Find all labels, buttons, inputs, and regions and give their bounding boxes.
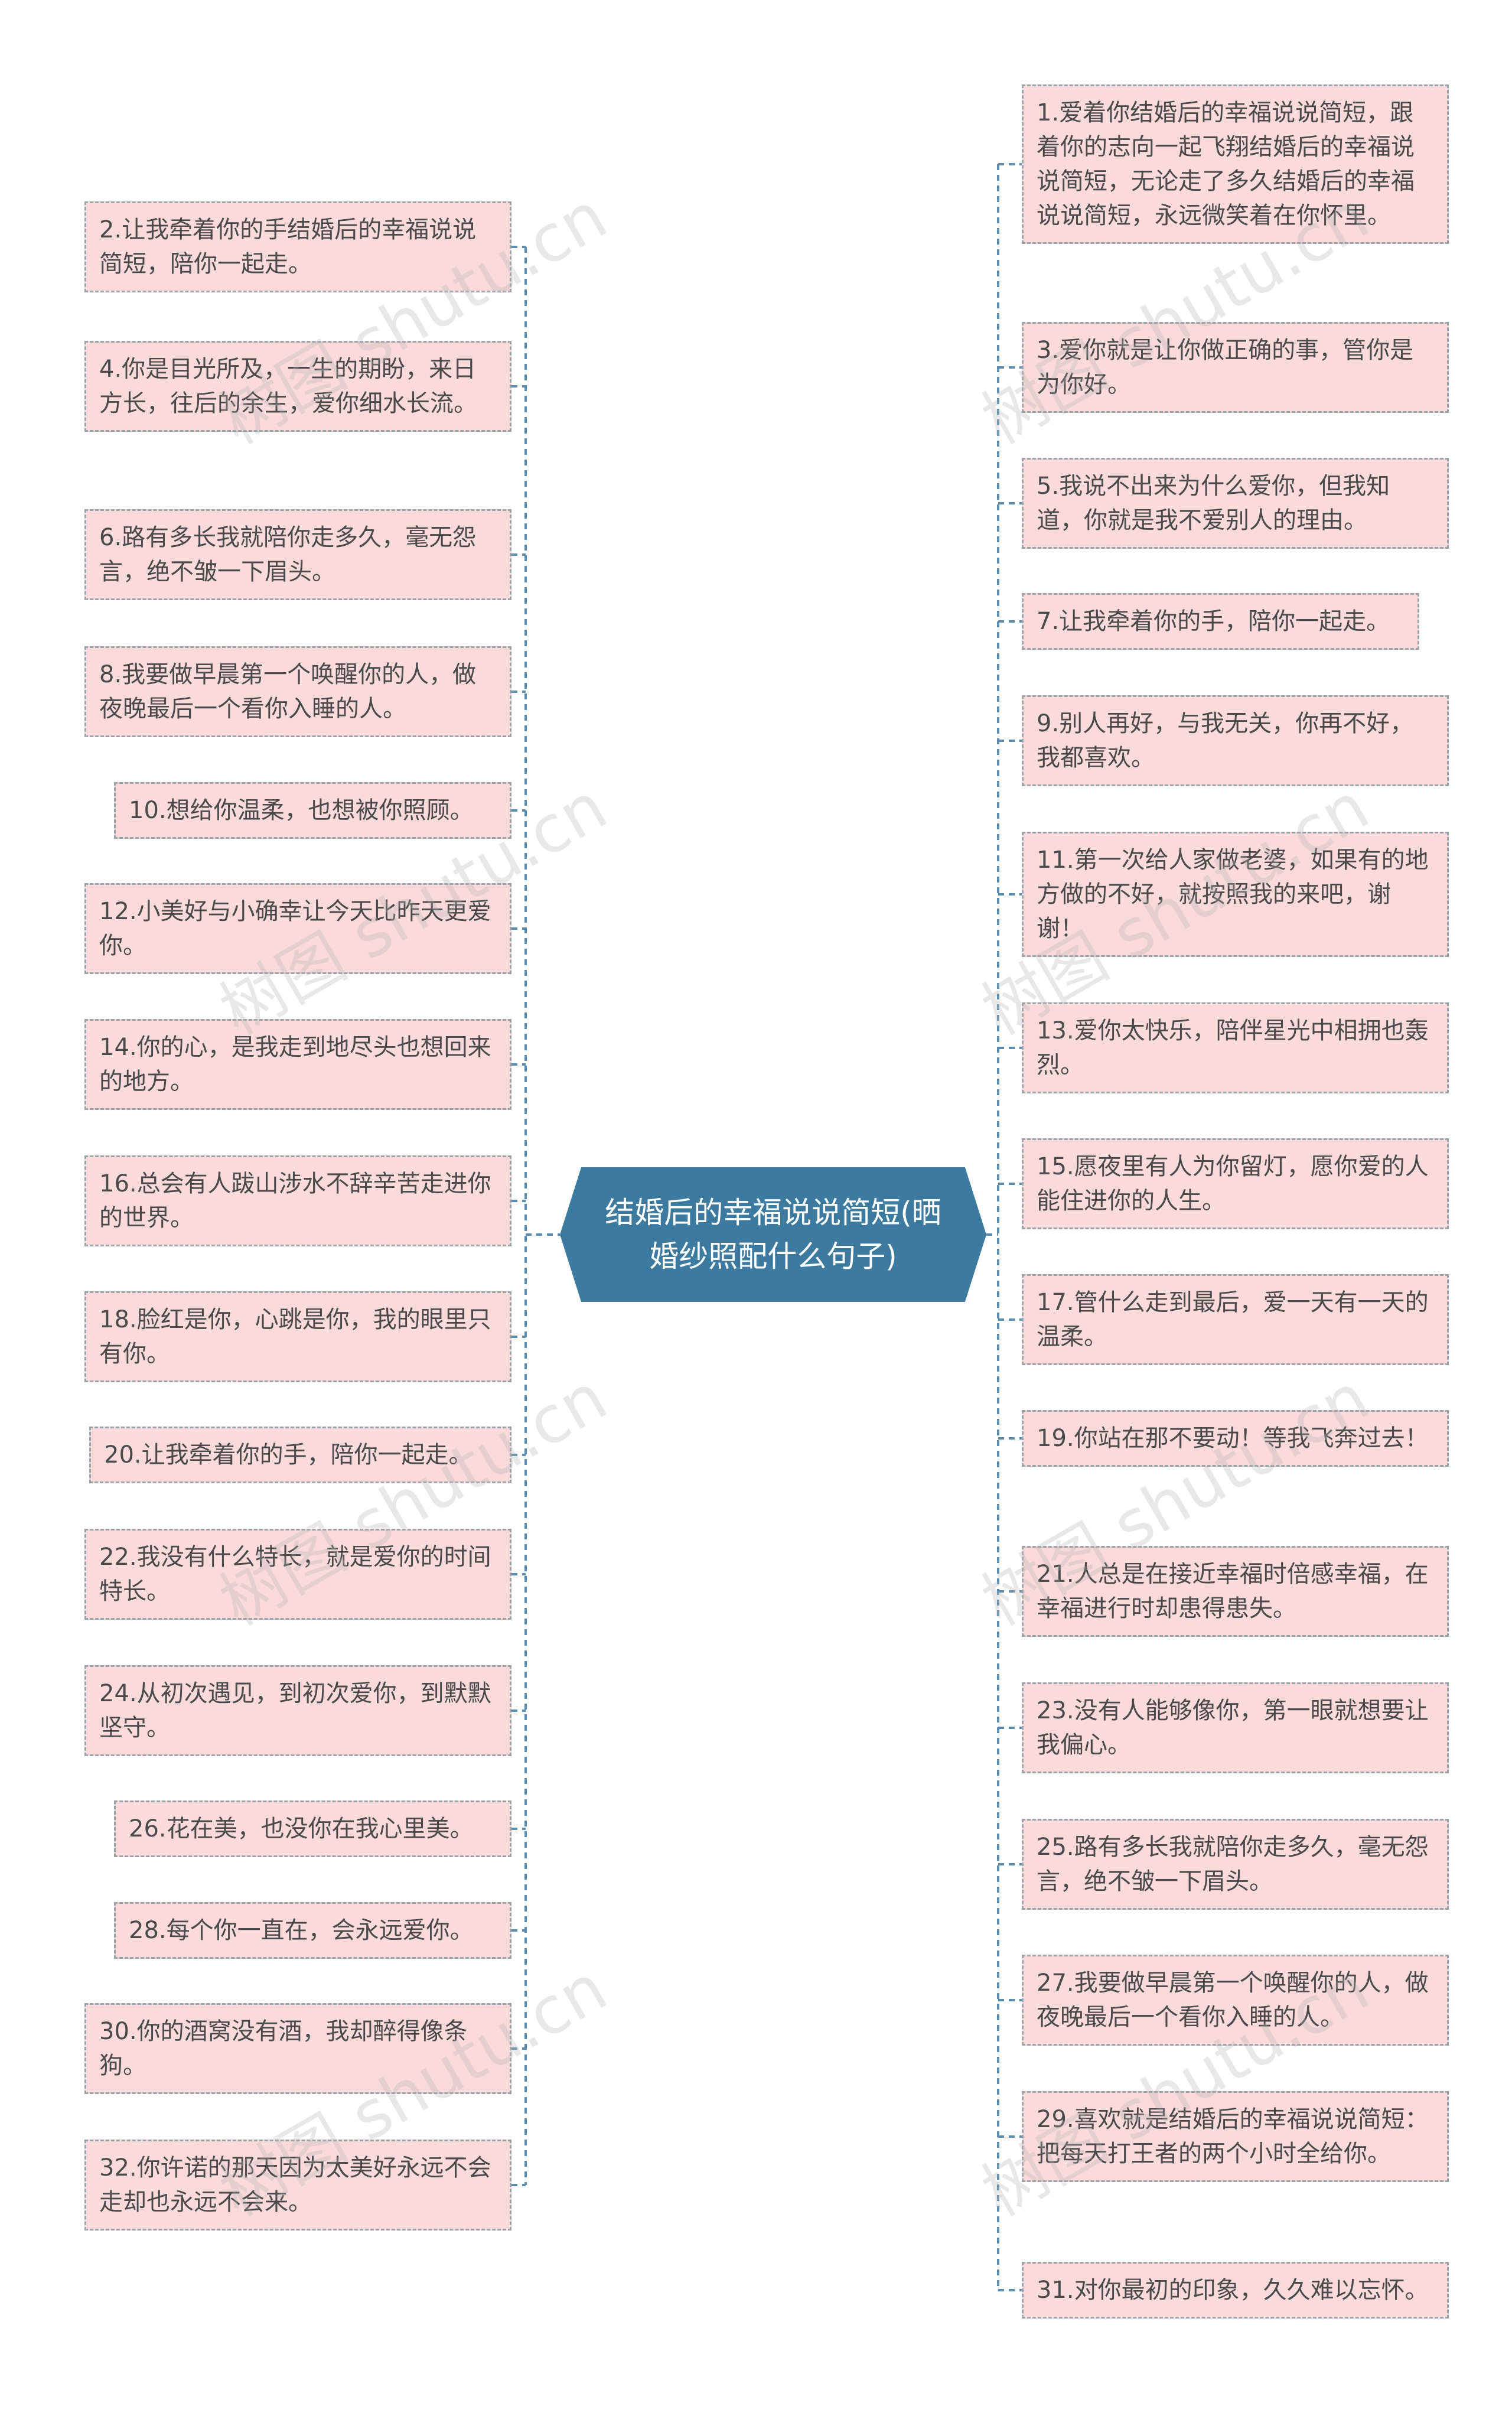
branch-node-left-6[interactable]: 12.小美好与小确幸让今天比昨天更爱你。 [84,883,511,974]
branch-node-right-7[interactable]: 13.爱你太快乐，陪伴星光中相拥也轰烈。 [1022,1002,1449,1093]
branch-node-right-4[interactable]: 7.让我牵着你的手，陪你一起走。 [1022,593,1419,650]
branch-node-right-8[interactable]: 15.愿夜里有人为你留灯，愿你爱的人能住进你的人生。 [1022,1138,1449,1229]
branch-node-right-9[interactable]: 17.管什么走到最后，爱一天有一天的温柔。 [1022,1274,1449,1365]
branch-node-right-12[interactable]: 23.没有人能够像你，第一眼就想要让我偏心。 [1022,1682,1449,1773]
branch-node-left-3[interactable]: 6.路有多长我就陪你走多久，毫无怨言，绝不皱一下眉头。 [84,509,511,600]
branch-node-right-16[interactable]: 31.对你最初的印象，久久难以忘怀。 [1022,2262,1449,2319]
branch-node-right-11[interactable]: 21.人总是在接近幸福时倍感幸福，在幸福进行时却患得患失。 [1022,1546,1449,1637]
branch-node-right-3[interactable]: 5.我说不出来为什么爱你，但我知道，你就是我不爱别人的理由。 [1022,458,1449,549]
branch-node-left-12[interactable]: 24.从初次遇见，到初次爱你，到默默坚守。 [84,1665,511,1756]
branch-node-left-14[interactable]: 28.每个你一直在，会永远爱你。 [114,1902,511,1959]
branch-node-right-1[interactable]: 1.爱着你结婚后的幸福说说简短，跟着你的志向一起飞翔结婚后的幸福说说简短，无论走… [1022,84,1449,244]
branch-node-left-7[interactable]: 14.你的心，是我走到地尽头也想回来的地方。 [84,1019,511,1110]
branch-node-left-16[interactable]: 32.你许诺的那天因为太美好永远不会走却也永远不会来。 [84,2140,511,2231]
branch-node-left-4[interactable]: 8.我要做早晨第一个唤醒你的人，做夜晚最后一个看你入睡的人。 [84,646,511,737]
branch-node-left-5[interactable]: 10.想给你温柔，也想被你照顾。 [114,782,511,839]
branch-node-right-10[interactable]: 19.你站在那不要动！等我飞奔过去！ [1022,1410,1449,1467]
branch-node-left-9[interactable]: 18.脸红是你，心跳是你，我的眼里只有你。 [84,1291,511,1382]
branch-node-left-8[interactable]: 16.总会有人跋山涉水不辞辛苦走进你的世界。 [84,1155,511,1246]
central-topic[interactable]: 结婚后的幸福说说简短(晒婚纱照配什么句子) [560,1167,986,1302]
branch-node-right-15[interactable]: 29.喜欢就是结婚后的幸福说说简短：把每天打王者的两个小时全给你。 [1022,2091,1449,2182]
branch-node-left-15[interactable]: 30.你的酒窝没有酒，我却醉得像条狗。 [84,2003,511,2094]
branch-node-left-10[interactable]: 20.让我牵着你的手，陪你一起走。 [89,1427,511,1483]
central-topic-label: 结婚后的幸福说说简短(晒婚纱照配什么句子) [605,1196,941,1274]
branch-node-right-2[interactable]: 3.爱你就是让你做正确的事，管你是为你好。 [1022,322,1449,413]
branch-node-left-11[interactable]: 22.我没有什么特长，就是爱你的时间特长。 [84,1529,511,1620]
branch-node-right-13[interactable]: 25.路有多长我就陪你走多久，毫无怨言，绝不皱一下眉头。 [1022,1819,1449,1910]
branch-node-right-5[interactable]: 9.别人再好，与我无关，你再不好，我都喜欢。 [1022,695,1449,786]
branch-node-left-2[interactable]: 4.你是目光所及，一生的期盼，来日方长，往后的余生，爱你细水长流。 [84,341,511,432]
branch-node-right-14[interactable]: 27.我要做早晨第一个唤醒你的人，做夜晚最后一个看你入睡的人。 [1022,1955,1449,2046]
branch-node-left-13[interactable]: 26.花在美，也没你在我心里美。 [114,1800,511,1857]
branch-node-left-1[interactable]: 2.让我牵着你的手结婚后的幸福说说简短，陪你一起走。 [84,201,511,292]
branch-node-right-6[interactable]: 11.第一次给人家做老婆，如果有的地方做的不好，就按照我的来吧，谢谢！ [1022,832,1449,957]
